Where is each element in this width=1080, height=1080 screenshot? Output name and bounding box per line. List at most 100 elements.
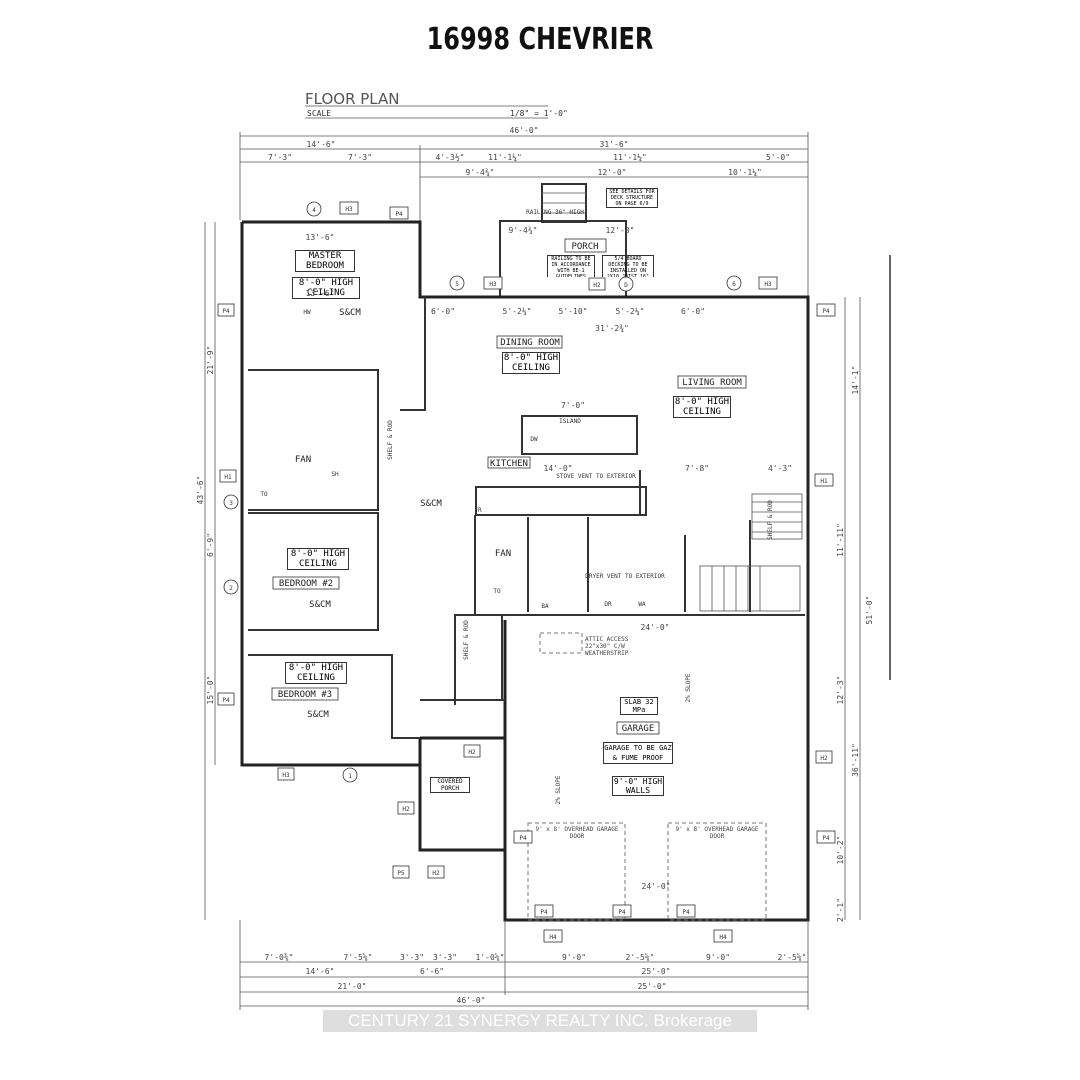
tag: H1	[814, 473, 834, 487]
dim-left-top: 14'-6"	[307, 140, 336, 149]
dim: 3'-3"	[400, 953, 424, 962]
room-garage: GARAGE	[622, 724, 655, 734]
brokerage-watermark: CENTURY 21 SYNERGY REALTY INC. Brokerage	[323, 1010, 757, 1032]
tag: 5	[449, 275, 465, 291]
dim: 6'-0"	[681, 307, 705, 316]
dim: 7'-0⅜"	[265, 953, 294, 962]
interior-walls	[248, 297, 805, 921]
shelf-rod-label: SHELF & ROD	[387, 420, 394, 460]
svg-text:P4: P4	[395, 211, 403, 218]
dim: 7'-0"	[561, 401, 585, 410]
dryer-label: DR	[604, 601, 612, 608]
svg-text:H1: H1	[224, 474, 232, 481]
svg-text:H3: H3	[764, 281, 772, 288]
garage-door-2	[667, 822, 767, 921]
dim-master-width: 13'-6"	[306, 233, 335, 242]
svg-text:H2: H2	[432, 870, 440, 877]
ceiling-note: 8'-0" HIGH CEILING	[287, 548, 349, 570]
listing-title: 16998 CHEVRIER	[426, 22, 654, 57]
room-covered-porch: COVERED PORCH	[430, 777, 470, 793]
dim: 6'-9"	[206, 533, 215, 557]
dim-right-top: 31'-6"	[600, 140, 629, 149]
tag: H2	[427, 865, 445, 879]
room-master-bedroom: MASTER BEDROOM	[295, 250, 355, 272]
island-label: ISLAND	[559, 418, 581, 425]
smoke-co-detector: S&CM	[307, 710, 329, 720]
tag: H3	[277, 767, 295, 781]
svg-text:H2: H2	[820, 755, 828, 762]
svg-text:P4: P4	[519, 835, 527, 842]
dim: 36'-11"	[851, 743, 860, 777]
dim: 14'-0"	[544, 464, 573, 473]
tag: P4	[676, 904, 696, 918]
dim: 2'-5⅝"	[626, 953, 655, 962]
svg-text:H1: H1	[820, 478, 828, 485]
dim: 7'-8"	[685, 464, 709, 473]
svg-text:H3: H3	[489, 281, 497, 288]
ceiling-note: 8'-0" HIGH CEILING	[285, 662, 347, 684]
dim: 7'-3"	[268, 153, 292, 162]
dim: 25'-0"	[638, 982, 667, 991]
svg-text:H2: H2	[468, 749, 476, 756]
svg-text:P4: P4	[822, 308, 830, 315]
svg-text:D: D	[624, 282, 628, 289]
dim: 1'-0⅝"	[476, 953, 505, 962]
deck-details-note: SEE DETAILS FOR DECK STRUCTURE ON PAGE 6…	[606, 188, 658, 208]
scale-value: 1/8" = 1'-0"	[510, 109, 568, 118]
tag: P4	[816, 303, 836, 317]
tag: 3	[223, 494, 239, 510]
scale-label: SCALE	[307, 109, 331, 118]
svg-text:6: 6	[732, 281, 736, 288]
hot-water-tag: HW	[303, 309, 311, 316]
shelf-rod-label: SHELF & ROD	[767, 500, 774, 540]
svg-text:H3: H3	[345, 206, 353, 213]
dim: 14'-1"	[851, 366, 860, 395]
dim: 21'-0"	[338, 982, 367, 991]
railing-high-note: RAILING 36" HIGH	[526, 209, 584, 216]
shelf-rod-label: SHELF & ROD	[463, 620, 470, 660]
dim: 11'-11"	[836, 523, 845, 557]
svg-text:1: 1	[348, 773, 352, 780]
dim: 2'-5⅝"	[778, 953, 807, 962]
smoke-co-detector: S&CM	[309, 600, 331, 610]
tag: H4	[543, 929, 563, 943]
decking-note: 5/4 BOARD DECKING TO BE INSTALLED ON 2X1…	[602, 255, 654, 277]
dim: 9'-0"	[706, 953, 730, 962]
dim: 9'-4¾"	[509, 226, 538, 235]
dim: 43'-6"	[196, 476, 205, 505]
porch: PORCH SEE DETAILS FOR DECK STRUCTURE ON …	[499, 183, 658, 298]
walls-note: 9'-0" HIGH WALLS	[612, 776, 664, 796]
dim: 4'-3½"	[436, 152, 465, 162]
window-door-tags: 4 H3 P4 5 H3 H2 D 6 H3 P4 H1 P4 H1 P4 H2…	[217, 201, 836, 943]
room-bedroom-2: BEDROOM #2	[279, 579, 333, 589]
tag: H2	[588, 277, 606, 291]
slope-note: 2% SLOPE	[685, 673, 692, 702]
dim: 51'-0"	[865, 596, 874, 625]
top-dimensions: 46'-0" 14'-6" 31'-6" 7'-3" 7'-3" 4'-3½" …	[239, 126, 809, 297]
dim: 10'-1¼"	[728, 168, 762, 177]
side-dimensions: 21'-9" 43'-6" 6'-9" 15'-0" 14'-1" 51'-0"…	[196, 222, 891, 922]
tag: 2	[223, 579, 239, 595]
dishwasher-label: DW	[530, 436, 538, 443]
dim: 2'-1"	[836, 898, 845, 922]
attic-access-note: ATTIC ACCESS 22"x30" C/W WEATHERSTRIP	[585, 636, 629, 657]
bottom-dimensions: 7'-0⅜" 7'-5⅝" 3'-3" 3'-3" 1'-0⅝" 9'-0" 2…	[239, 920, 809, 1010]
dim: 15'-0"	[206, 676, 215, 705]
bath-label: BA	[541, 603, 549, 610]
dim: 7'-5⅝"	[344, 953, 373, 962]
svg-text:P4: P4	[682, 909, 690, 916]
smoke-co-detector: S&CM	[420, 499, 442, 509]
slab-note: SLAB 32 MPa	[620, 697, 658, 715]
svg-text:P4: P4	[618, 909, 626, 916]
room-dining: DINING ROOM	[500, 338, 560, 348]
toilet-label: TO	[493, 588, 501, 595]
tag: 1	[342, 767, 358, 783]
dim: 12'-0"	[598, 168, 627, 177]
tag: P4	[217, 692, 235, 706]
dim: 5'-2¼"	[616, 307, 645, 316]
washer-label: WA	[638, 601, 646, 608]
svg-text:P4: P4	[222, 697, 230, 704]
svg-text:H4: H4	[719, 934, 727, 941]
dim-garage-width: 24'-0"	[642, 882, 671, 891]
